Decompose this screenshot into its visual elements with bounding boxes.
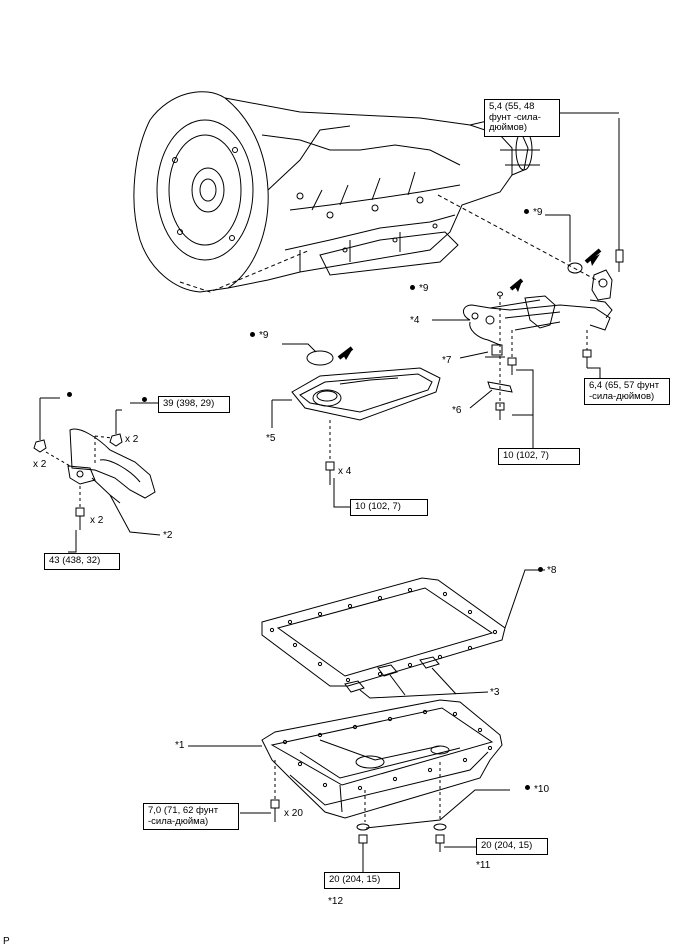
qty-strainer-bolt: x 4 — [338, 466, 352, 477]
qty-pan-bolt: x 20 — [284, 808, 303, 819]
torque-strainer-bolt: 10 (102, 7) — [350, 499, 428, 516]
oil-strainer — [291, 367, 441, 421]
bolt-43 — [75, 507, 85, 530]
bolt-pan — [270, 799, 280, 822]
oil-tube-assembly — [463, 295, 613, 346]
torque-refill-plug: 20 (204, 15) — [476, 838, 548, 855]
bolt-bracket — [495, 402, 505, 420]
callout-2: *2 — [163, 530, 173, 541]
o-ring-strainer — [306, 350, 334, 366]
bolt-tube-right — [582, 349, 592, 368]
bracket — [487, 381, 513, 393]
qty-left-bolt: x 2 — [33, 459, 47, 470]
refill-plug — [435, 834, 445, 852]
callout-1: *1 — [175, 740, 185, 751]
bolt-39 — [109, 433, 123, 447]
speed-sensor — [591, 249, 624, 301]
figure-code: P — [3, 936, 10, 947]
bullet-dot — [524, 209, 529, 214]
callout-12: *12 — [328, 896, 344, 907]
bullet-dot — [410, 285, 415, 290]
callout-11: *11 — [476, 860, 491, 871]
gasket-drain — [356, 823, 370, 831]
bolt-strainer — [325, 461, 335, 485]
oil-pan-gasket — [261, 577, 506, 687]
bolt-left — [33, 439, 47, 453]
bullet-dot — [250, 332, 255, 337]
magnets — [344, 656, 440, 693]
bullet-dot — [538, 567, 543, 572]
bullet-dot — [67, 392, 72, 397]
torque-bracket-bolt: 10 (102, 7) — [498, 448, 580, 465]
o-ring-sensor — [567, 262, 583, 274]
qty-bolt-43: x 2 — [90, 515, 104, 526]
torque-43: 43 (438, 32) — [44, 553, 120, 570]
callout-6: *6 — [452, 405, 462, 416]
callout-10: *10 — [534, 784, 550, 795]
left-bracket-assembly — [67, 428, 156, 504]
callout-9-strainer-oring: *9 — [259, 330, 269, 341]
callout-9-tube-oring: *9 — [419, 283, 429, 294]
torque-drain-plug: 20 (204, 15) — [324, 872, 400, 889]
qty-bolt-39: x 2 — [125, 434, 139, 445]
drain-plug — [358, 834, 368, 862]
torque-pan-bolt: 7,0 (71, 62 фунт -сила-дюйма) — [143, 803, 239, 830]
callout-5: *5 — [266, 433, 276, 444]
bullet-dot — [525, 785, 530, 790]
torque-39: 39 (398, 29) — [158, 396, 230, 413]
callout-3: *3 — [490, 687, 500, 698]
torque-sensor-bolt: 5,4 (55, 48 фунт -сила-дюймов) — [484, 99, 560, 137]
bolt-tube — [507, 357, 517, 375]
oil-pan — [261, 699, 503, 819]
torque-tube-bolt: 6,4 (65, 57 фунт -сила-дюймов) — [584, 378, 670, 405]
callout-4: *4 — [410, 315, 420, 326]
o-ring-small — [497, 291, 503, 297]
transmission-assembly — [133, 91, 540, 293]
gasket-refill — [433, 823, 447, 831]
bullet-dot — [142, 397, 147, 402]
callout-9-sensor-oring: *9 — [533, 207, 543, 218]
callout-8: *8 — [547, 565, 557, 576]
callout-7: *7 — [442, 355, 452, 366]
